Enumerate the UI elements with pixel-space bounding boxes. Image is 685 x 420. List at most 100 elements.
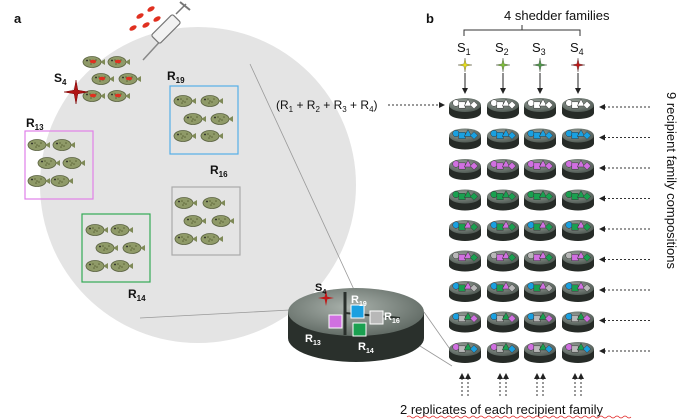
tank-label-r19: R19 <box>351 294 367 308</box>
fish-icon <box>82 90 105 102</box>
tank-label-r14: R14 <box>358 341 374 355</box>
mini-tank <box>449 250 481 272</box>
mini-tank <box>562 311 594 333</box>
mini-tank <box>524 281 556 302</box>
connector-line <box>423 311 453 353</box>
fish-icon <box>202 197 225 209</box>
mini-tank <box>562 220 594 241</box>
box-r16 <box>171 186 241 256</box>
fish-icon <box>27 139 50 151</box>
mini-tank <box>487 189 519 211</box>
mini-tank <box>449 98 481 119</box>
fish-icon <box>50 175 73 187</box>
mini-tank <box>524 189 556 211</box>
shedder-star-icon <box>495 57 511 73</box>
box-r13 <box>24 130 94 200</box>
fish-icon <box>118 73 141 85</box>
mini-tank <box>487 159 519 180</box>
fish-icon <box>173 95 196 107</box>
tank-label-r16: R16 <box>384 311 400 325</box>
mini-tank <box>449 189 481 211</box>
label-r16: R16 <box>210 163 228 179</box>
shedder-star-icon <box>457 57 473 73</box>
tank-label-s4: S4 <box>315 282 326 296</box>
tank-shedder-star-icon <box>318 290 334 306</box>
connector-line <box>419 345 453 367</box>
fish-icon <box>200 233 223 245</box>
mini-tank <box>524 311 556 333</box>
mini-tank <box>524 250 556 272</box>
fish-icon <box>52 139 75 151</box>
mini-tank <box>449 159 481 180</box>
mini-tank <box>487 281 519 302</box>
tank-3d <box>288 288 424 362</box>
fish-icon <box>122 242 145 254</box>
fish-icon <box>95 242 118 254</box>
label-r14: R14 <box>128 287 146 303</box>
label-r19: R19 <box>167 69 185 85</box>
fish-icon <box>62 157 85 169</box>
shedder-star-icon <box>532 57 548 73</box>
fish-groups <box>27 56 234 272</box>
fish-icon <box>107 56 130 68</box>
pathogen-drops-icon <box>129 6 161 31</box>
shedder-label: S2 <box>495 40 509 57</box>
mini-tank <box>524 98 556 119</box>
mini-tank <box>449 311 481 333</box>
fish-icon <box>110 224 133 236</box>
fish-icon <box>82 56 105 68</box>
mini-tank <box>524 128 556 150</box>
fish-icon <box>27 175 50 187</box>
shedder-label: S1 <box>457 40 471 57</box>
fish-icon <box>211 215 234 227</box>
shedder-title: 4 shedder families <box>504 8 610 23</box>
label-r13: R13 <box>26 116 44 132</box>
box-r19 <box>169 85 239 155</box>
fish-icon <box>173 130 196 142</box>
connector-line <box>249 63 357 295</box>
shedder-bracket <box>463 25 581 36</box>
shedder-star-icon <box>570 57 586 73</box>
replicates-label: 2 replicates of each recipient family <box>400 402 604 417</box>
mini-tank <box>487 311 519 333</box>
mini-tank <box>562 189 594 211</box>
mini-tank <box>524 220 556 241</box>
mini-tank <box>487 342 519 363</box>
shedder-label: S3 <box>532 40 546 57</box>
mini-tank <box>487 98 519 119</box>
mini-tank <box>562 250 594 272</box>
label-s4: S4 <box>54 71 67 87</box>
fish-icon <box>107 90 130 102</box>
fish-icon <box>85 260 108 272</box>
tank-label-r13: R13 <box>305 333 321 347</box>
mini-tank <box>562 98 594 119</box>
mini-tank <box>562 128 594 150</box>
spellcheck-underline <box>406 415 632 419</box>
fish-icon <box>183 113 206 125</box>
recipient-formula: (R1 + R2 + R3 + R4) <box>276 98 378 114</box>
mini-tank <box>449 220 481 241</box>
mini-tank <box>487 220 519 241</box>
mini-tank <box>449 128 481 150</box>
fish-icon <box>210 113 233 125</box>
mini-tank <box>562 281 594 302</box>
tank-grid <box>449 98 650 396</box>
recipient-compositions-label: 9 recipient family compositions <box>664 92 679 270</box>
panel-label-a: a <box>14 11 22 26</box>
mini-tank <box>449 342 481 363</box>
fish-icon <box>174 233 197 245</box>
mini-tank <box>487 250 519 272</box>
syringe-icon <box>142 1 191 61</box>
mini-tank <box>562 159 594 180</box>
fish-icon <box>183 215 206 227</box>
fish-icon <box>200 130 223 142</box>
mini-tank <box>562 342 594 363</box>
shedder-star-icon <box>63 79 89 105</box>
fish-icon <box>37 157 60 169</box>
fish-icon <box>91 73 114 85</box>
fish-icon <box>110 260 133 272</box>
box-r14 <box>81 213 151 283</box>
